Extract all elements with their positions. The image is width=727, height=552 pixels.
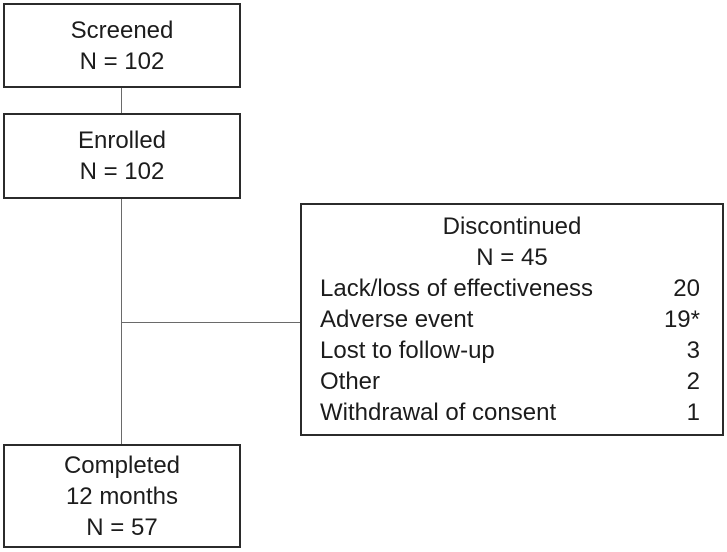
completed-count: N = 57 bbox=[86, 513, 158, 541]
reason-row-other: Other 2 bbox=[302, 366, 722, 397]
enrolled-box: Enrolled N = 102 bbox=[3, 113, 241, 199]
enrolled-label: Enrolled bbox=[77, 127, 167, 154]
discontinued-title: Discontinued bbox=[442, 213, 582, 240]
reason-row-lost-to-follow-up: Lost to follow-up 3 bbox=[302, 335, 722, 366]
enrolled-count: N = 102 bbox=[79, 158, 165, 185]
reason-label: Lack/loss of effectiveness bbox=[320, 275, 594, 302]
reason-asterisk: * bbox=[690, 306, 700, 333]
screened-label: Screened bbox=[70, 16, 174, 44]
reason-label: Other bbox=[320, 368, 381, 395]
reason-value: 1 bbox=[660, 397, 700, 428]
connector-branch-discontinued bbox=[122, 322, 300, 323]
reason-value: 20 bbox=[660, 273, 700, 304]
completed-box: Completed 12 months N = 57 bbox=[3, 444, 241, 548]
reason-label: Lost to follow-up bbox=[320, 337, 495, 364]
discontinued-count: N = 45 bbox=[476, 244, 548, 271]
screened-count: N = 102 bbox=[79, 47, 165, 75]
completed-label: Completed bbox=[63, 451, 181, 479]
reason-row-adverse-event: Adverse event 19* bbox=[302, 304, 722, 335]
reason-count: 2 bbox=[686, 368, 700, 395]
reason-label: Withdrawal of consent bbox=[320, 399, 557, 426]
reason-count: 20 bbox=[673, 275, 700, 302]
discontinued-box: Discontinued N = 45 Lack/loss of effecti… bbox=[300, 203, 724, 436]
reason-row-withdrawal-of-consent: Withdrawal of consent 1 bbox=[302, 397, 722, 428]
reason-label: Adverse event bbox=[320, 306, 474, 333]
completed-duration: 12 months bbox=[65, 482, 179, 510]
reason-count: 19 bbox=[663, 306, 691, 333]
reason-value: 2 bbox=[660, 366, 700, 397]
reason-count: 1 bbox=[686, 399, 700, 426]
connector-enrolled-completed bbox=[121, 199, 122, 444]
connector-screened-enrolled bbox=[121, 88, 122, 113]
reason-row-lack-loss-of-effectiveness: Lack/loss of effectiveness 20 bbox=[302, 273, 722, 304]
reason-value: 3 bbox=[660, 335, 700, 366]
screened-box: Screened N = 102 bbox=[3, 3, 241, 88]
reason-value: 19* bbox=[651, 304, 700, 335]
reason-count: 3 bbox=[686, 337, 700, 364]
